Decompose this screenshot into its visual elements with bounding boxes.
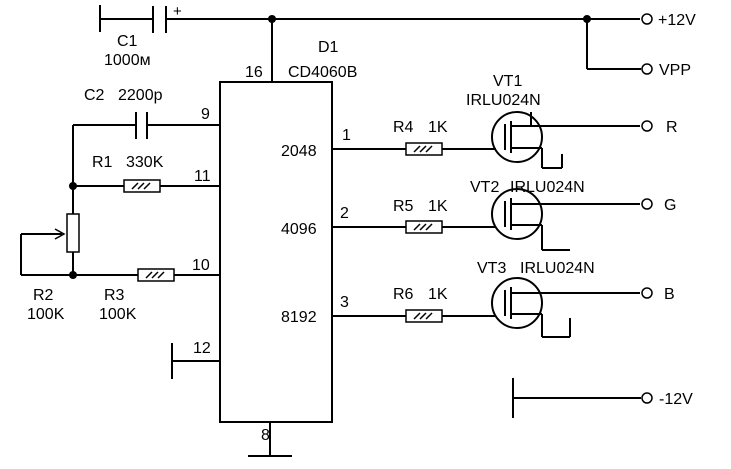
terminal-r: R [641,119,678,136]
terminal-b: B [641,286,675,303]
r5-value: 1K [428,198,448,215]
ic-d1: D1 CD4060B 16 9 11 10 12 8 2048 4096 819… [192,39,357,444]
vt1-ref: VT1 [493,73,522,90]
vt1-part: IRLU024N [466,92,541,109]
pin-8-label: 8 [261,427,270,444]
junction-dot [583,15,591,23]
c2-value: 2200p [118,87,163,104]
junction-dot [69,182,77,190]
pin-16-label: 16 [245,64,263,81]
channel-g: 2 R5 1K VT2 IRLU024N [332,179,640,251]
c1-value: 1000м [104,52,151,69]
r2-ref: R2 [33,287,54,304]
vt2-part: IRLU024N [510,179,585,196]
terminal-vcc: +12V [641,12,696,29]
r1-value: 330K [126,154,164,171]
capacitor-c1: + C1 1000м [104,3,182,69]
pin-9-label: 9 [201,106,210,123]
r3-value: 100K [99,306,137,323]
terminal-g: G [641,197,676,214]
pin-10-label: 10 [192,257,210,274]
c1-polarity: + [173,3,182,20]
vneg-label: -12V [659,391,693,408]
junction-dot [268,15,276,23]
vt3-part: IRLU024N [520,260,595,277]
r2-value: 100K [27,306,65,323]
pin-11-label: 11 [194,168,211,185]
channel-r: 1 R4 1K VT1 IRLU024N [332,73,640,169]
r3-ref: R3 [104,287,125,304]
r4-value: 1K [428,119,448,136]
output-2048-label: 2048 [281,143,317,160]
r1-ref: R1 [92,154,113,171]
terminal-vpp: VPP [641,62,691,79]
r4-ref: R4 [393,119,414,136]
r6-value: 1K [428,286,448,303]
g-label: G [664,197,676,214]
pin-3-label: 3 [340,294,349,311]
vcc-label: +12V [658,12,696,29]
timing-network: C2 2200p R1 330K R2 100K R3 100K [20,87,220,323]
negative-rail [512,378,641,418]
r6-ref: R6 [393,286,414,303]
pin-12-label: 12 [193,340,211,357]
d1-part: CD4060B [288,64,357,81]
output-4096-label: 4096 [281,221,317,238]
r-label: R [666,119,678,136]
vt3-ref: VT3 [477,260,506,277]
terminal-vneg: -12V [641,391,693,408]
b-label: B [664,286,675,303]
d1-ref: D1 [318,39,339,56]
pin-1-label: 1 [342,127,351,144]
vt2-ref: VT2 [470,179,499,196]
junction-dot [69,271,77,279]
vpp-label: VPP [659,62,691,79]
pin-2-label: 2 [340,205,349,222]
power-rail [99,5,641,82]
c2-ref: C2 [84,87,105,104]
r5-ref: R5 [393,198,414,215]
output-8192-label: 8192 [281,309,317,326]
c1-ref: C1 [117,33,138,50]
channel-b: 3 R6 1K VT3 IRLU024N [332,260,640,338]
